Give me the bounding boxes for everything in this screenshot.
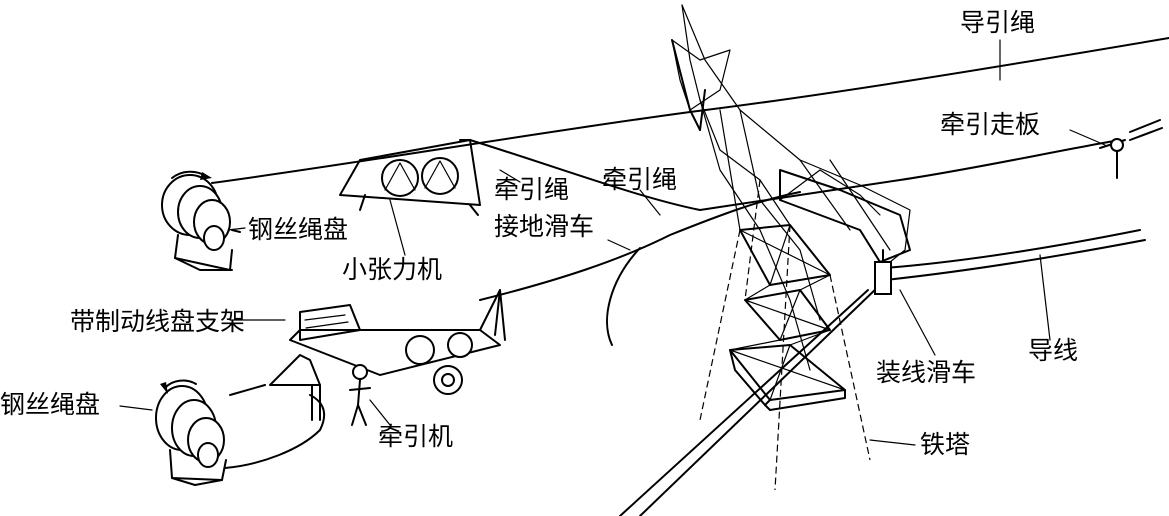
- label-pulling-board: 牵引走板: [940, 110, 1040, 140]
- small-tensioner-shape: [340, 140, 480, 215]
- label-traction-rope-upper: 牵引绳: [494, 175, 569, 205]
- label-guide-rope: 导引绳: [960, 8, 1035, 38]
- wire-drum-upper-shape: [162, 172, 240, 270]
- label-wire-drum-upper: 钢丝绳盘: [248, 215, 348, 245]
- tower-shape: [672, 5, 915, 490]
- label-tower: 铁塔: [920, 430, 970, 460]
- conductor-line-diag-2: [620, 290, 868, 516]
- label-stringing-block: 装线滑车: [876, 358, 976, 388]
- conductor-line-2: [885, 240, 1145, 280]
- label-small-tensioner: 小张力机: [342, 255, 442, 285]
- puller-shape: [230, 290, 505, 425]
- label-traction-rope-right: 牵引绳: [602, 165, 677, 195]
- grounding-pulley-arc: [607, 248, 640, 345]
- label-conductor: 导线: [1028, 336, 1078, 366]
- pulling-board-shape: [1100, 120, 1162, 178]
- label-grounding-pulley: 接地滑车: [494, 212, 594, 242]
- label-wire-drum-lower: 钢丝绳盘: [0, 390, 100, 420]
- wire-drum-lower-shape: [156, 381, 324, 485]
- label-drum-stand: 带制动线盘支架: [70, 307, 245, 337]
- label-puller: 牵引机: [378, 422, 453, 452]
